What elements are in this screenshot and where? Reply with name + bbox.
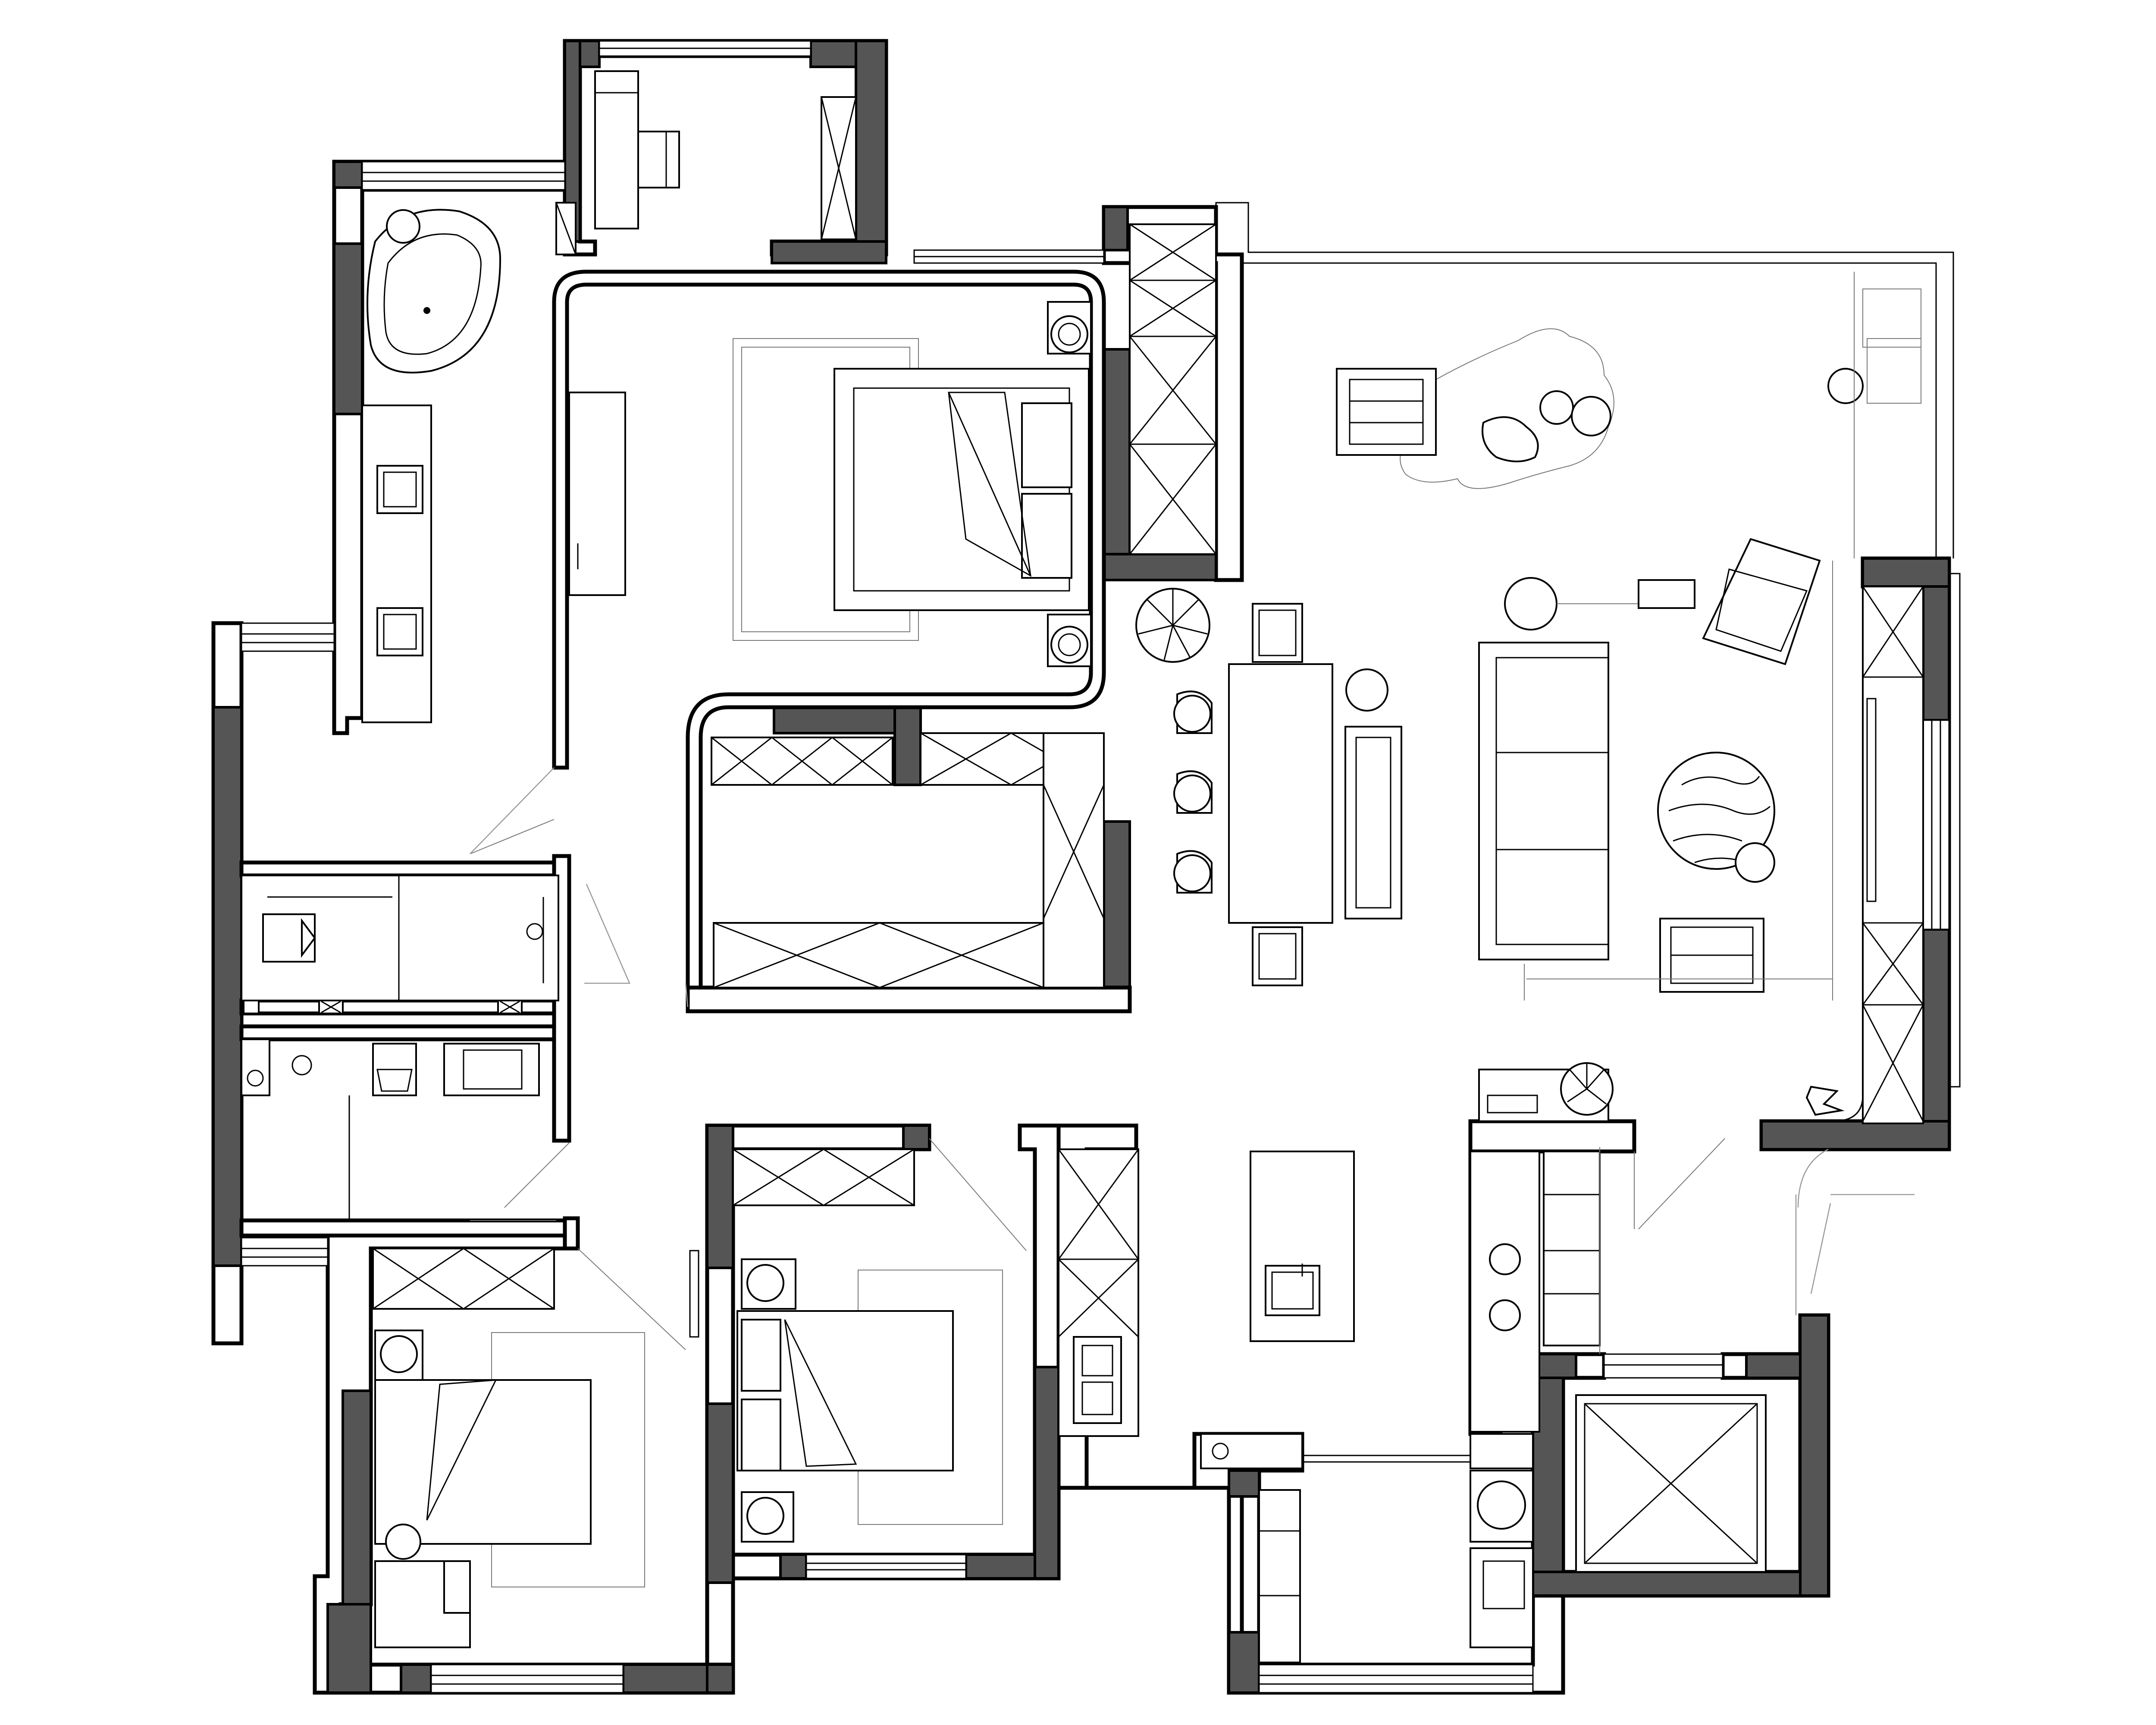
elevator-shaft bbox=[1575, 1394, 1767, 1573]
walk-in-closet bbox=[711, 732, 1105, 988]
load-bearing-walls bbox=[212, 40, 1950, 1694]
door-swings bbox=[470, 767, 1915, 1315]
study-room bbox=[555, 70, 857, 255]
bedroom-southwest bbox=[372, 1248, 686, 1648]
master-bathroom bbox=[361, 209, 501, 723]
windows bbox=[241, 40, 1950, 1694]
master-bedroom bbox=[568, 301, 1092, 667]
laundry-room bbox=[1258, 1433, 1534, 1663]
living-room bbox=[1478, 538, 1924, 1124]
bedroom-south-middle bbox=[689, 1138, 1027, 1543]
kitchen bbox=[1058, 1062, 1725, 1469]
dining-area bbox=[1135, 588, 1402, 986]
display-cabinet bbox=[1129, 223, 1217, 555]
guest-bathroom bbox=[241, 819, 570, 1221]
balcony-lounge bbox=[1336, 272, 1921, 558]
